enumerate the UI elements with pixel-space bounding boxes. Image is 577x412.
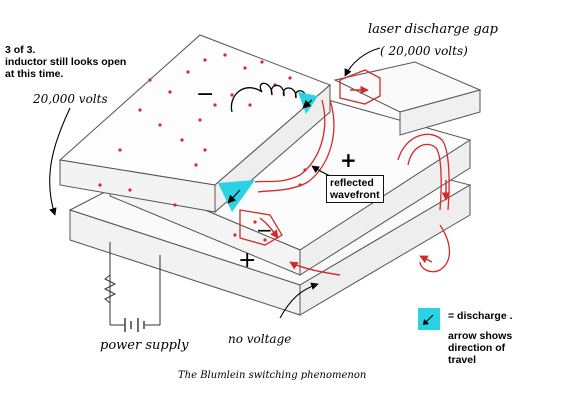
- legend-swatch: [418, 308, 440, 330]
- polarity-minus-mid: −: [256, 218, 273, 242]
- discharge-marker-left: [218, 180, 255, 212]
- no-voltage-label: no voltage: [228, 332, 292, 346]
- wave-direction-arrows: [259, 85, 451, 276]
- polarity-plus-mid: +: [340, 148, 357, 172]
- discharge-arrow-icon: [302, 99, 313, 109]
- gap-voltage-label: ( 20,000 volts): [380, 44, 468, 58]
- gap-label: laser discharge gap: [368, 22, 498, 37]
- battery-icon: [124, 318, 145, 332]
- resistor-icon: [103, 274, 117, 304]
- legend-title: = discharge .: [448, 310, 513, 322]
- reflected-wavefront-label: reflected wavefront: [326, 175, 384, 203]
- polarity-plus-bottom: +: [238, 248, 257, 273]
- gap-block: [333, 61, 482, 136]
- inductor-coil-icon: [230, 82, 307, 113]
- legend-text: arrow shows direction of travel: [448, 330, 513, 366]
- step-indicator: 3 of 3. inductor still looks open at thi…: [5, 44, 127, 80]
- voltage-label-left: 20,000 volts: [33, 92, 108, 106]
- top-plate: [58, 34, 331, 214]
- discharge-arrow-icon: [423, 314, 434, 325]
- figure-caption: The Blumlein switching phenomenon: [178, 370, 367, 381]
- charge-dots: [98, 53, 307, 242]
- polarity-minus-top: −: [196, 82, 215, 107]
- power-supply-circuit: [109, 242, 161, 326]
- wavefront-ribbons: [239, 69, 451, 273]
- power-supply-label: power supply: [100, 338, 189, 353]
- discharge-arrow-icon: [227, 189, 241, 204]
